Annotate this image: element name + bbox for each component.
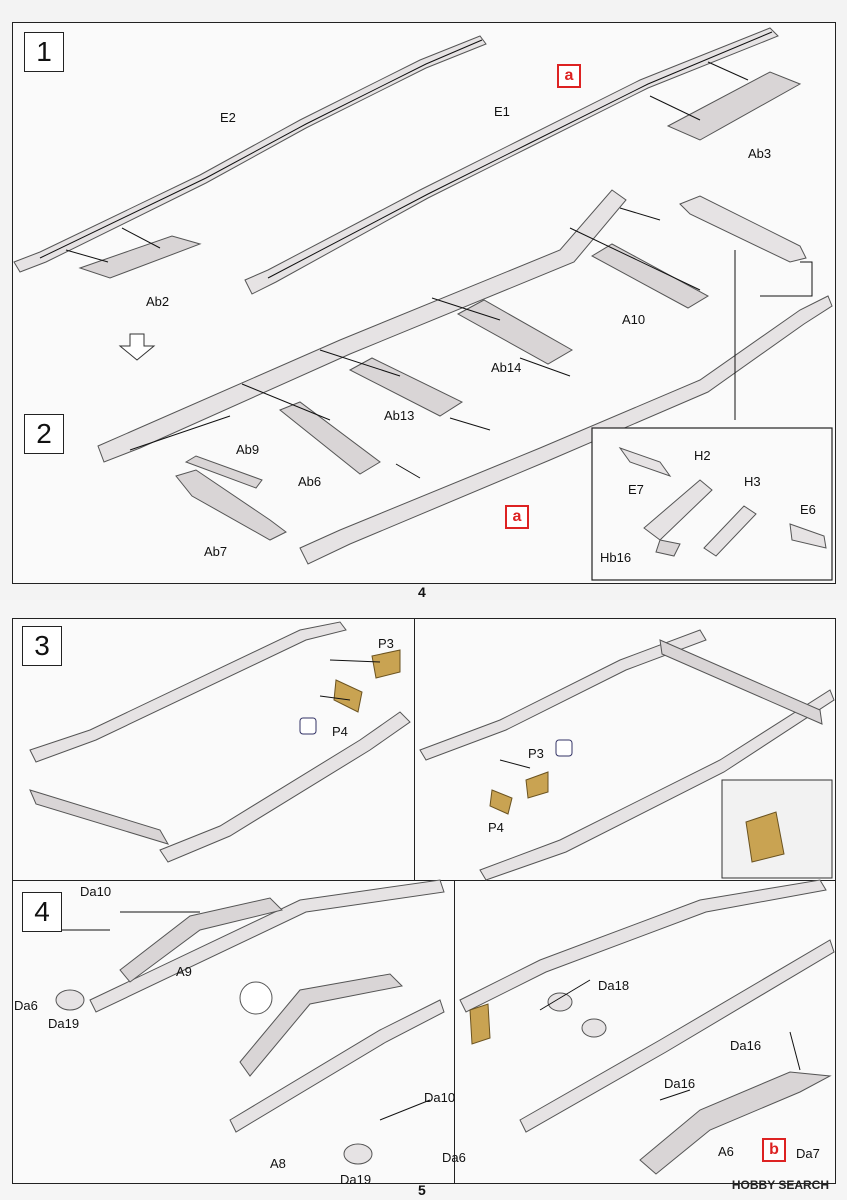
shackle-da18-a (547, 992, 573, 1012)
label-ab13: Ab13 (384, 408, 415, 423)
tag-b: b (762, 1138, 786, 1162)
frame-rail-e1 (244, 27, 779, 295)
step-3-4-arrows (60, 659, 801, 1121)
label-p4-left: P4 (332, 724, 348, 739)
label-da18: Da18 (598, 978, 630, 993)
s3-detail-plate (745, 811, 785, 863)
s4-left-rail-1 (89, 879, 445, 1013)
label-p3-right: P3 (528, 746, 544, 761)
step-3-number: 3 (22, 626, 62, 666)
label-a10: A10 (622, 312, 646, 327)
tag-a-lower: a (505, 505, 529, 529)
label-e1: E1 (494, 104, 510, 119)
label-ab6: Ab6 (298, 474, 322, 489)
inset-part-e6 (789, 523, 827, 549)
label-da19-left: Da19 (48, 1016, 80, 1031)
s3-left-axle (29, 789, 170, 845)
tag-a-upper: a (557, 64, 581, 88)
spring-a9 (119, 897, 283, 983)
label-ab14: Ab14 (491, 360, 522, 375)
s4-right-rail-2 (519, 939, 835, 1133)
steps-1-2-drawing (13, 27, 833, 581)
s4-right-plate (469, 1003, 491, 1045)
bar-ab9 (184, 455, 263, 489)
s3-left-plate-p3 (371, 649, 401, 679)
step-1-number: 1 (24, 32, 64, 72)
s4-right-rail-1 (459, 879, 827, 1013)
shackle-da18-b (581, 1018, 607, 1038)
axle-assembly (679, 195, 807, 263)
label-e6: E6 (800, 502, 816, 517)
crossmember-ab14 (456, 299, 574, 365)
inset-part-hb16 (655, 539, 681, 557)
s3-left-rail-1 (29, 621, 347, 763)
steps-3-4-drawing (29, 621, 835, 1175)
label-p4-right: P4 (488, 820, 504, 835)
chassis-rail-rear (299, 295, 833, 565)
label-da19-bottom: Da19 (340, 1172, 372, 1187)
s3-left-plate-p4 (333, 679, 363, 713)
label-da16-top: Da16 (730, 1038, 762, 1053)
spring-a8 (239, 973, 404, 1077)
label-a6: A6 (718, 1144, 734, 1159)
inset-part-h2 (643, 479, 713, 541)
label-p3-left: P3 (378, 636, 394, 651)
label-a9: A9 (176, 964, 192, 979)
label-e2: E2 (220, 110, 236, 125)
hobby-search-watermark: HOBBY SEARCH (731, 1178, 829, 1192)
page-number-4: 4 (418, 584, 426, 600)
label-da6-left: Da6 (14, 998, 38, 1013)
bend-icon-left (299, 717, 317, 735)
label-h3: H3 (744, 474, 761, 489)
s3-right-plate-p4 (489, 789, 513, 815)
plate-ab3 (666, 71, 802, 141)
step-4-number: 4 (22, 892, 62, 932)
label-da10-top: Da10 (80, 884, 112, 899)
inset-part-h3 (703, 505, 757, 557)
label-hb16: Hb16 (600, 550, 632, 565)
shackle-da19-bottom (343, 1143, 373, 1165)
step-2-number: 2 (24, 414, 64, 454)
shackle-da19-left (55, 989, 85, 1011)
label-da7: Da7 (796, 1146, 820, 1161)
bracket-ab7 (175, 469, 287, 541)
label-a8: A8 (270, 1156, 286, 1171)
label-ab7: Ab7 (204, 544, 228, 559)
label-e7: E7 (628, 482, 644, 497)
transition-arrow (118, 333, 156, 361)
s3-right-axle (659, 639, 823, 725)
instruction-page-5: 3 4 b P3 P4 P3 P4 Da10 A9 Da6 Da19 A8 Da… (0, 600, 847, 1200)
label-ab2: Ab2 (146, 294, 170, 309)
assembly-arrows (65, 61, 813, 479)
label-da10-bottom: Da10 (424, 1090, 456, 1105)
label-ab3: Ab3 (748, 146, 772, 161)
s3-left-rail-2 (159, 711, 411, 863)
crossmember-ab6 (279, 401, 381, 475)
bend-icon-right (555, 739, 573, 757)
crossmember-a10 (590, 243, 710, 309)
plate-ab2 (78, 235, 202, 279)
label-h2: H2 (694, 448, 711, 463)
page-number-5: 5 (418, 1182, 426, 1198)
chassis-rail-front (97, 189, 627, 463)
spring-a6 (639, 1071, 832, 1175)
label-ab9: Ab9 (236, 442, 260, 457)
crossmember-ab13 (348, 357, 464, 417)
s3-right-rail-2 (479, 689, 835, 881)
label-da16-left: Da16 (664, 1076, 696, 1091)
inset-part-e7 (618, 447, 672, 477)
s3-right-plate-p3 (525, 771, 549, 799)
instruction-page-4: 1 2 a a E2 E1 Ab3 Ab2 A10 Ab14 Ab13 Ab9 … (0, 0, 847, 600)
s3-right-rail-1 (419, 629, 707, 761)
s4-left-rail-2 (229, 999, 445, 1133)
label-da6-bottom: Da6 (442, 1150, 466, 1165)
